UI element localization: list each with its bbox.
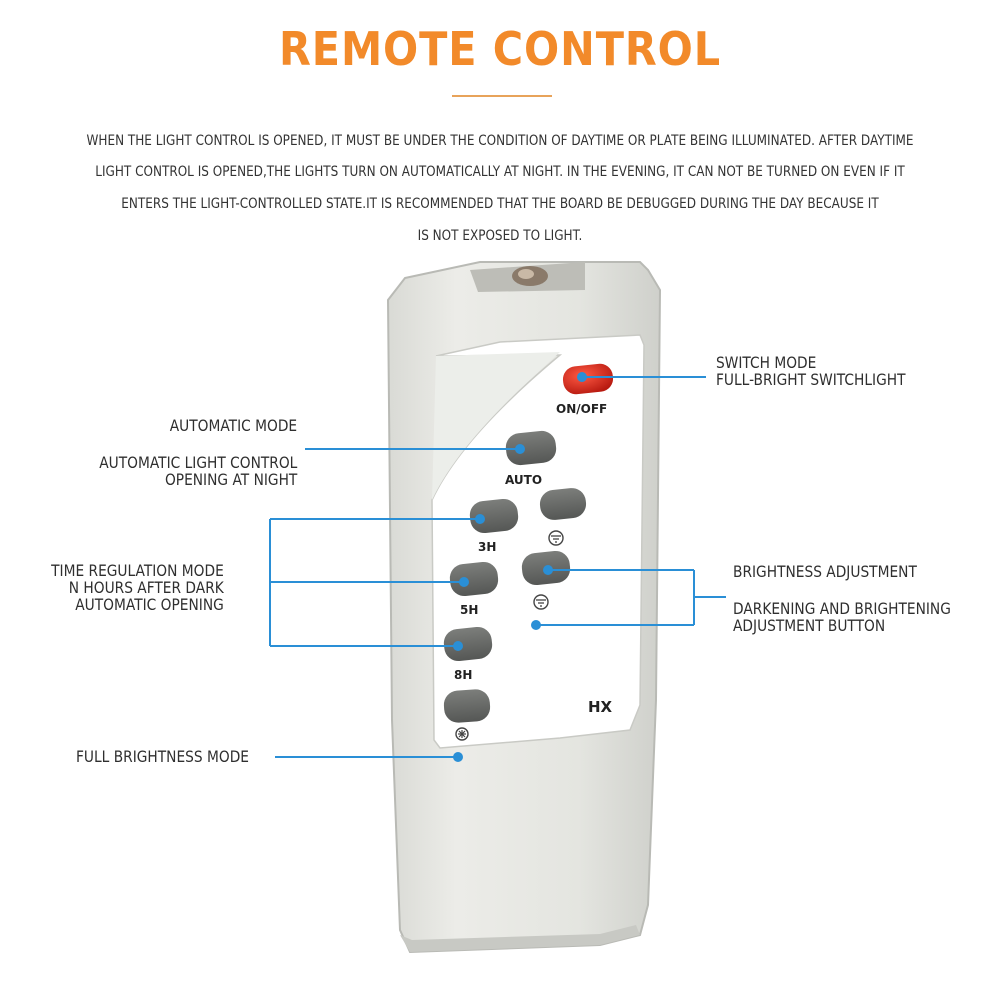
description-line-4: IS NOT EXPOSED TO LIGHT. [417,228,583,244]
switch-mode-label: SWITCH MODE FULL-BRIGHT SWITCHLIGHT [716,353,906,389]
brightness-adjustment-desc: DARKENING AND BRIGHTENING ADJUSTMENT BUT… [733,599,951,635]
brighten-button[interactable] [539,487,588,522]
dim-icon [533,594,549,610]
callout-lines [269,376,726,758]
description-line-3: ENTERS THE LIGHT-CONTROLLED STATE.IT IS … [121,196,879,212]
title-underline [452,95,552,97]
automatic-mode-desc: AUTOMATIC LIGHT CONTROL OPENING AT NIGHT [98,453,297,489]
5h-label: 5H [460,603,478,617]
brighten-icon [548,530,564,546]
full-brightness-icon [455,727,469,741]
time-regulation-label: TIME REGULATION MODE N HOURS AFTER DARK … [51,561,224,614]
3h-label: 3H [478,540,496,554]
full-brightness-mode-label: FULL BRIGHTNESS MODE [76,747,249,766]
description-line-1: WHEN THE LIGHT CONTROL IS OPENED, IT MUS… [86,133,914,149]
full-brightness-button[interactable] [443,688,491,723]
on-off-label: ON/OFF [556,402,607,416]
auto-label: AUTO [505,473,542,487]
page-title: REMOTE CONTROL [278,22,722,76]
button-panel [431,334,645,749]
brand-label: HX [588,698,613,716]
8h-button[interactable] [442,626,493,663]
on-off-button[interactable] [562,362,615,395]
automatic-mode-title: AUTOMATIC MODE [169,416,297,435]
5h-button[interactable] [448,561,499,598]
brightness-adjustment-title: BRIGHTNESS ADJUSTMENT [733,562,917,581]
auto-button[interactable] [504,429,557,466]
8h-label: 8H [454,668,472,682]
description-line-2: LIGHT CONTROL IS OPENED,THE LIGHTS TURN … [95,164,905,180]
3h-button[interactable] [468,498,519,535]
callout-dots [453,372,587,762]
